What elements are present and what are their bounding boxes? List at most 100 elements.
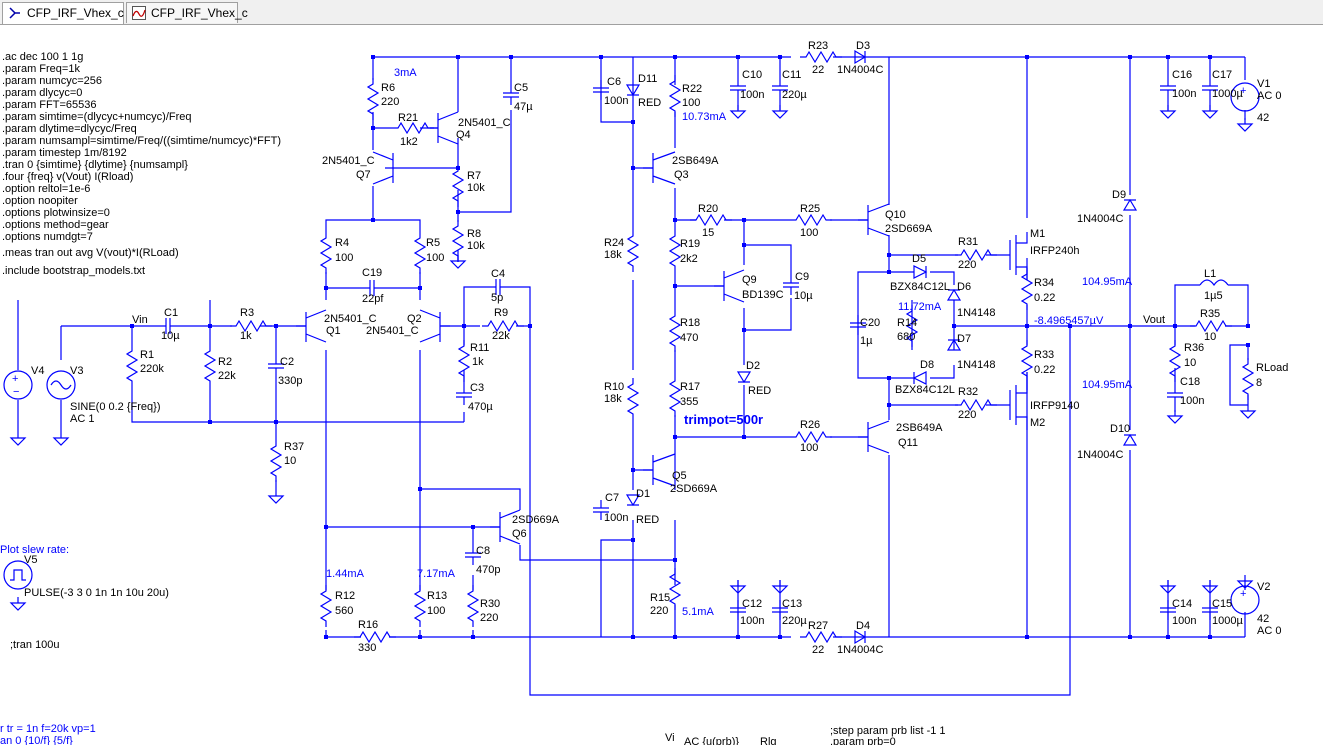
label-m1: M1 <box>1030 228 1045 240</box>
value-c1: 10µ <box>161 330 180 342</box>
directive-line[interactable]: .param dlycyc=0 <box>2 87 82 99</box>
label-q1: Q1 <box>326 325 341 337</box>
value-r21: 1k2 <box>400 136 418 148</box>
label-c4: C4 <box>491 268 505 280</box>
directive-line[interactable]: .param simtime=(dlycyc+numcyc)/Freq <box>2 111 192 123</box>
label-r20: R20 <box>698 203 718 215</box>
value-v1: AC 0 <box>1257 90 1281 102</box>
tab-waveform[interactable]: CFP_IRF_Vhex_c <box>126 2 248 23</box>
directive-line[interactable]: .options method=gear <box>2 219 109 231</box>
value-c13: 220µ <box>782 615 807 627</box>
value-r15: 220 <box>650 605 668 617</box>
label-ac[interactable]: AC {u(prb)} <box>684 736 739 748</box>
label-d5: D5 <box>912 253 926 265</box>
comment-step[interactable]: ;step param prb list -1 1 <box>830 725 946 737</box>
annot-11-72ma: 11.72mA <box>898 301 942 313</box>
value-c11: 220µ <box>782 89 807 101</box>
tab-schematic[interactable]: CFP_IRF_Vhex_c <box>2 2 124 24</box>
value-c8: 470p <box>476 564 500 576</box>
annot-7-17ma: 7.17mA <box>417 568 456 580</box>
value-d6: 1N4148 <box>957 307 996 319</box>
value-d9: 1N4004C <box>1077 213 1124 225</box>
comment-tran[interactable]: ;tran 100u <box>10 639 60 651</box>
label-r37: R37 <box>284 441 304 453</box>
annot-1-44ma: 1.44mA <box>326 568 365 580</box>
wires <box>17 56 1249 696</box>
directive-line[interactable]: .param numsampl=simtime/Freq/((simtime/n… <box>2 135 281 147</box>
label-c15: C15 <box>1212 598 1232 610</box>
label-r2: R2 <box>218 356 232 368</box>
label-r31: R31 <box>958 236 978 248</box>
value-rload: 8 <box>1256 377 1262 389</box>
value-r7: 10k <box>467 182 485 194</box>
schematic-icon <box>9 7 20 19</box>
directive-line[interactable]: .option noopiter <box>2 195 78 207</box>
directive-line[interactable]: .options plotwinsize=0 <box>2 207 110 219</box>
directive-line[interactable]: .option reltol=1e-6 <box>2 183 90 195</box>
label-c16: C16 <box>1172 69 1192 81</box>
value-r18: 470 <box>680 332 698 344</box>
directive-line[interactable]: .param timestep 1m/8192 <box>2 147 127 159</box>
cutoff-line-1[interactable]: r tr = 1n f=20k vp=1 <box>0 723 96 735</box>
value-c4: 5p <box>491 292 503 304</box>
ac-v2: AC 0 <box>1257 625 1281 637</box>
directive-line[interactable]: .meas tran out avg V(vout)*I(RLoad) <box>2 247 179 259</box>
label-c1: C1 <box>164 307 178 319</box>
spice-directives[interactable]: .ac dec 100 1 1g .param Freq=1k .param n… <box>0 51 946 748</box>
label-r17: R17 <box>680 381 700 393</box>
directive-line[interactable]: .param dlytime=dlycyc/Freq <box>2 123 137 135</box>
directive-line[interactable]: .param FFT=65536 <box>2 99 96 111</box>
label-r16: R16 <box>358 619 378 631</box>
schematic-svg[interactable]: +− + + <box>0 25 1323 748</box>
value-r5: 100 <box>426 252 444 264</box>
svg-text:−: − <box>13 386 19 398</box>
label-c2: C2 <box>280 356 294 368</box>
label-q11: Q11 <box>898 437 918 449</box>
value-d2: RED <box>748 385 771 397</box>
value-r19: 2k2 <box>680 253 698 265</box>
label-c20: C20 <box>860 317 880 329</box>
value-q3: 2SB649A <box>672 155 719 167</box>
directive-line[interactable]: .ac dec 100 1 1g <box>2 51 83 63</box>
sources: +− + + <box>3 82 1260 615</box>
value-q2: 2N5401_C <box>366 325 419 337</box>
label-q4: Q4 <box>456 129 471 141</box>
value-r35: 10 <box>1204 331 1216 343</box>
label-rlg[interactable]: Rlg <box>760 736 777 748</box>
value-c15: 1000µ <box>1212 615 1243 627</box>
label-r33: R33 <box>1034 349 1054 361</box>
value-c14: 100n <box>1172 615 1196 627</box>
value-m1: IRFP240h <box>1030 245 1080 257</box>
directive-line[interactable]: .options numdgt=7 <box>2 231 93 243</box>
schematic-canvas[interactable]: +− + + <box>0 25 1323 748</box>
value-q9: BD139C <box>742 289 784 301</box>
label-q5: Q5 <box>672 470 687 482</box>
directive-param-prb[interactable]: .param prb=0 <box>830 736 896 748</box>
value-r27: 22 <box>812 644 824 656</box>
directive-line[interactable]: .param numcyc=256 <box>2 75 102 87</box>
label-d7: D7 <box>957 333 971 345</box>
label-r23: R23 <box>808 40 828 52</box>
label-vi[interactable]: Vi <box>665 732 675 744</box>
value-d3: 1N4004C <box>837 64 884 76</box>
value-r17: 355 <box>680 396 698 408</box>
net-vin: Vin <box>132 314 148 326</box>
directive-line[interactable]: .tran 0 {simtime} {dlytime} {numsampl} <box>2 159 188 171</box>
cutoff-line-2[interactable]: an 0 {10/f} {5/f} <box>0 735 73 747</box>
label-c3: C3 <box>470 382 484 394</box>
label-r32: R32 <box>958 386 978 398</box>
value-r32: 220 <box>958 409 976 421</box>
directive-line[interactable]: .param Freq=1k <box>2 63 80 75</box>
directive-line[interactable]: .include bootstrap_models.txt <box>2 265 145 277</box>
value-r1: 220k <box>140 363 164 375</box>
value-q6: 2SD669A <box>512 514 560 526</box>
comment-plot-slew[interactable]: Plot slew rate: <box>0 544 69 556</box>
label-c7: C7 <box>605 492 619 504</box>
value-r20: 15 <box>702 227 714 239</box>
value-c2: 330p <box>278 375 302 387</box>
label-v1: V1 <box>1257 78 1270 90</box>
directive-line[interactable]: .four {freq} v(Vout) I(Rload) <box>2 171 133 183</box>
tab-schematic-label: CFP_IRF_Vhex_c <box>27 6 124 20</box>
value-q1: 2N5401_C <box>324 313 377 325</box>
label-q7: Q7 <box>356 169 371 181</box>
